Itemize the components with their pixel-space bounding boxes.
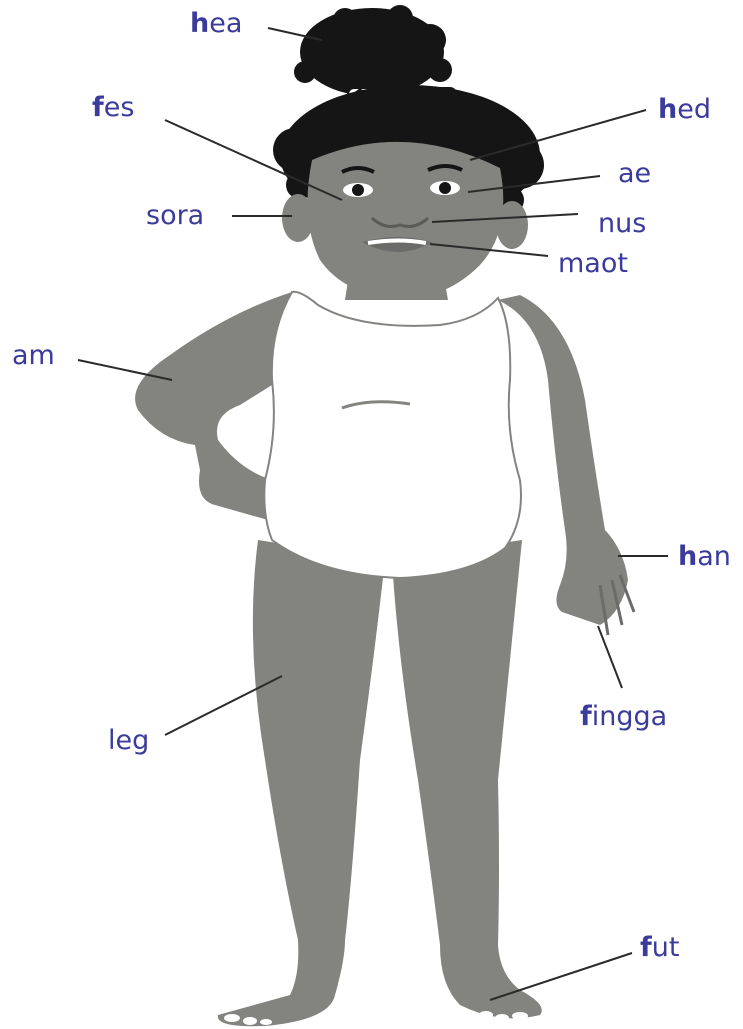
label-sora: sora: [146, 202, 204, 229]
label-fut: fut: [640, 934, 679, 961]
label-am: am: [12, 342, 55, 369]
label-nus: nus: [598, 210, 646, 237]
label-fingga: fingga: [580, 703, 667, 730]
leader-fut: [490, 953, 632, 1000]
label-hed: hed: [658, 96, 711, 123]
outfit: [264, 292, 521, 578]
label-hea: hea: [190, 10, 242, 37]
label-maot: maot: [558, 250, 628, 277]
right-leg: [392, 540, 542, 1018]
label-leg: leg: [108, 727, 149, 754]
left-leg: [218, 540, 385, 1026]
leader-fingga: [598, 626, 622, 688]
hair-bun: [294, 5, 452, 96]
label-ae: ae: [618, 160, 651, 187]
label-han: han: [678, 543, 731, 570]
label-fes: fes: [92, 94, 134, 121]
